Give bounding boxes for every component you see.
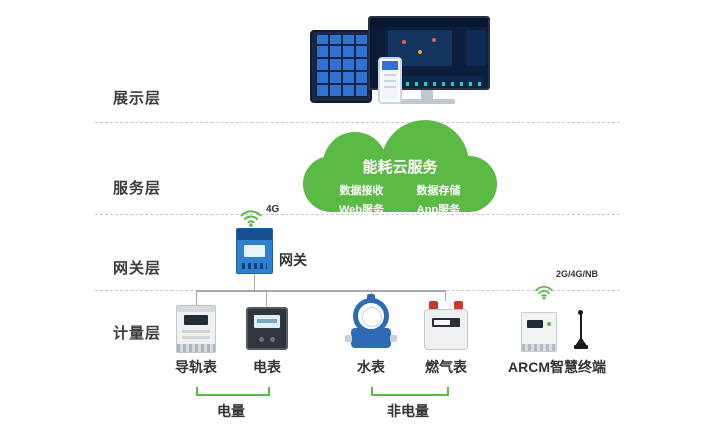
phone-device	[378, 57, 402, 104]
device-label-water: 水表	[357, 359, 385, 375]
water-meter-pipe	[345, 335, 352, 342]
cloud-service-item: Web服务	[338, 204, 385, 216]
map-marker	[432, 38, 436, 42]
monitor-device	[368, 16, 490, 90]
arcm-wireless-label: 2G/4G/NB	[556, 269, 599, 279]
arcm-led	[547, 322, 551, 326]
connector-drop-din	[196, 291, 197, 305]
phone-screen	[382, 61, 398, 100]
gas-meter-pipe	[429, 301, 438, 311]
din-detail-row	[182, 336, 210, 339]
gateway-label: 网关	[279, 252, 307, 268]
cloud-service: 能耗云服务 数据接收 数据存储 Web服务 App服务	[303, 120, 497, 216]
layer-separator-2	[95, 214, 620, 215]
cloud-title: 能耗云服务	[362, 159, 438, 176]
dashboard-chart-strip	[388, 76, 484, 86]
arcm-terminal-device	[521, 312, 557, 352]
water-meter-pipe	[390, 335, 397, 342]
din-lcd-screen	[184, 315, 208, 325]
meter-display	[254, 315, 280, 328]
gateway-ports	[242, 263, 267, 269]
water-meter-device	[345, 294, 397, 352]
layer-label-display: 展示层	[113, 90, 162, 107]
device-label-arcm: ARCM智慧终端	[508, 359, 606, 375]
device-label-din: 导轨表	[175, 359, 217, 375]
connector-bus	[196, 290, 446, 292]
wifi-icon	[240, 210, 262, 227]
layer-label-service: 服务层	[113, 180, 162, 197]
din-top-band	[177, 306, 215, 312]
cloud-service-item: App服务	[416, 204, 461, 216]
map-marker	[402, 40, 406, 44]
meter-button	[270, 337, 275, 342]
group-bracket-nonelectric	[371, 387, 449, 396]
device-label-gas: 燃气表	[425, 359, 467, 375]
gas-meter-display	[432, 318, 460, 327]
layer-label-metering: 计量层	[113, 325, 162, 342]
water-meter-dial-inner	[362, 307, 382, 327]
din-terminals	[177, 344, 215, 352]
din-detail-row	[182, 330, 210, 333]
group-label-electric: 电量	[217, 403, 245, 419]
gas-meter-pipe	[454, 301, 463, 311]
connector-gateway-drop	[254, 274, 255, 291]
gateway-wireless-label: 4G	[266, 204, 280, 215]
tablet-device	[310, 30, 372, 103]
dashboard-header	[370, 18, 488, 27]
cloud-service-item: 数据接收	[339, 185, 384, 197]
arcm-screen	[527, 320, 543, 328]
antenna-base	[574, 345, 588, 349]
phone-app-header	[382, 61, 398, 70]
phone-content-line	[383, 74, 397, 76]
antenna-cone	[575, 337, 587, 346]
water-meter-cap	[367, 294, 375, 300]
arcm-terminals	[522, 344, 556, 351]
water-meter-dial	[353, 298, 389, 334]
map-marker	[418, 50, 422, 54]
cloud-shape	[303, 120, 497, 212]
dashboard-panel	[466, 30, 486, 66]
group-bracket-electric	[196, 387, 270, 396]
monitor-stand-base	[399, 99, 455, 104]
gas-meter-body	[424, 309, 468, 350]
layer-label-gateway: 网关层	[113, 260, 162, 277]
gateway-label-plate	[244, 245, 265, 257]
gateway-device-top	[237, 229, 272, 240]
wifi-icon	[535, 286, 553, 300]
connector-drop-meter	[266, 291, 267, 307]
meter-digits	[257, 319, 277, 323]
gas-meter-counter	[434, 320, 450, 325]
gas-meter-device	[424, 301, 468, 350]
antenna-icon	[578, 310, 583, 315]
antenna-rod	[580, 314, 582, 340]
meter-button	[259, 337, 264, 342]
monitor-stand-neck	[421, 90, 433, 99]
electric-meter-device	[246, 307, 288, 350]
tablet-dashboard-grid	[315, 35, 367, 98]
gateway-device	[236, 228, 273, 274]
device-label-meter: 电表	[253, 359, 281, 375]
cloud-service-items: 数据接收 数据存储 Web服务 App服务	[323, 182, 477, 217]
layer-separator-1	[95, 122, 620, 123]
phone-content-line	[383, 86, 397, 88]
cloud-service-item: 数据存储	[416, 185, 461, 197]
phone-content-line	[383, 80, 397, 82]
din-rail-meter-device	[176, 305, 216, 353]
connector-drop-gas	[445, 291, 446, 301]
water-meter-body	[351, 328, 391, 348]
group-label-nonelectric: 非电量	[387, 403, 429, 419]
